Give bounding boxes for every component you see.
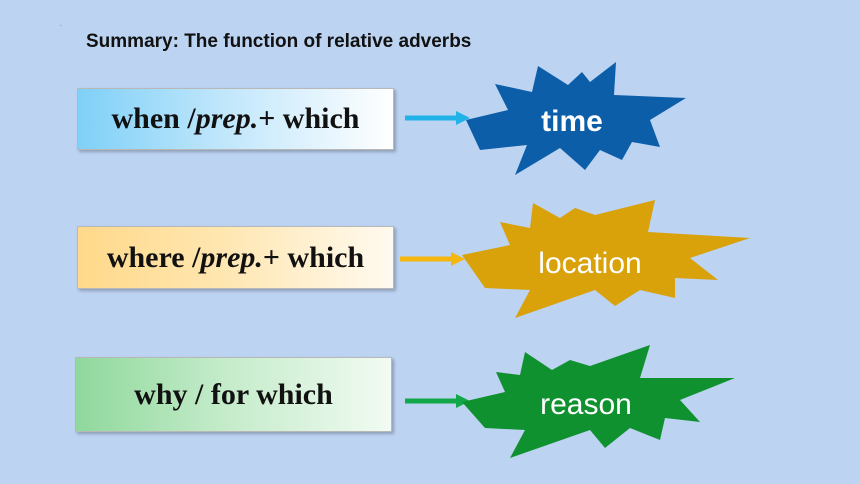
- burst-time-label: time: [541, 105, 603, 138]
- phrase-box-where: where / prep. + which: [77, 226, 394, 289]
- phrase-when-post: + which: [258, 102, 360, 135]
- burst-time-shape: [466, 62, 686, 175]
- arrow-when-head: [456, 111, 470, 125]
- arrow-why: [405, 394, 470, 408]
- phrase-why-text: why / for which: [134, 377, 333, 411]
- phrase-box-why: why / for which: [75, 357, 392, 432]
- slide-marker-dot: .: [60, 22, 62, 28]
- phrase-where-pre: where /: [106, 240, 201, 274]
- burst-reason-label: reason: [540, 388, 632, 421]
- arrow-where-head: [451, 252, 465, 266]
- slide-title: Summary: The function of relative adverb…: [86, 31, 472, 52]
- phrase-when-italic: prep.: [195, 102, 259, 135]
- burst-location-label: location: [538, 247, 641, 280]
- phrase-where-italic: prep.: [200, 240, 263, 274]
- burst-location-shape: [462, 200, 750, 318]
- arrow-why-head: [456, 394, 470, 408]
- phrase-where-post: + which: [262, 240, 365, 274]
- phrase-when-pre: when /: [111, 102, 196, 135]
- arrow-where: [400, 252, 465, 266]
- arrow-when: [405, 111, 470, 125]
- phrase-box-when: when / prep. + which: [77, 88, 394, 150]
- burst-reason-shape: [462, 345, 735, 458]
